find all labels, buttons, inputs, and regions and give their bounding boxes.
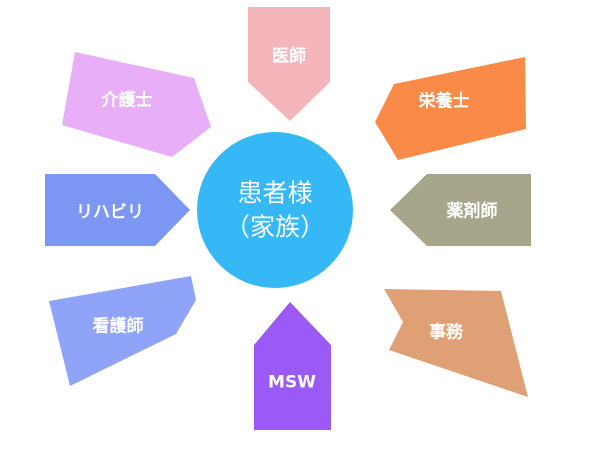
node-msw-label: MSW [268, 372, 316, 393]
node-doctor-label: 医師 [272, 46, 306, 67]
node-rehab-label: リハビリ [76, 202, 144, 223]
center-label: 患者様 （家族） [225, 176, 325, 244]
node-dietitian-label: 栄養士 [418, 91, 470, 112]
node-msw-shape [254, 302, 331, 430]
node-nurse-label: 看護師 [92, 316, 144, 337]
node-caregiver-shape [62, 52, 211, 157]
center-circle [197, 132, 353, 288]
node-pharmacist-label: 薬剤師 [446, 201, 498, 222]
center-label-line2: （家族） [224, 212, 326, 241]
node-rehab-shape [45, 174, 190, 246]
node-dietitian-shape [375, 57, 526, 160]
node-nurse-shape [49, 276, 196, 386]
node-clerical-label: 事務 [429, 322, 463, 343]
center-label-line1: 患者様 [237, 178, 313, 208]
node-pharmacist-shape [390, 174, 531, 246]
node-doctor-shape [248, 7, 330, 121]
node-caregiver-label: 介護士 [101, 90, 153, 111]
node-clerical-shape [384, 289, 528, 397]
